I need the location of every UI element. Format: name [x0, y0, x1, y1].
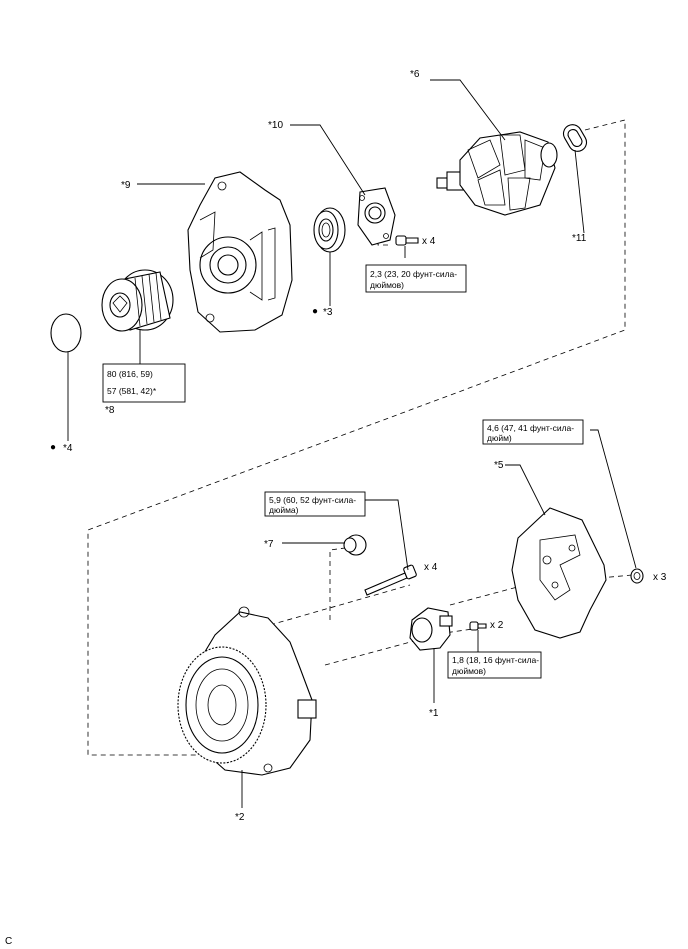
- bearing-part: [313, 207, 346, 253]
- qty-through-bolts: x 4: [424, 562, 438, 573]
- torque-box-brush-holder: [447, 651, 542, 679]
- non-reusable-mark-3: ●: [312, 306, 318, 317]
- bearing-retainer-part: [357, 187, 396, 246]
- qty-retainer-screws: x 4: [422, 236, 436, 247]
- label-part-2: *2: [235, 812, 245, 823]
- non-reusable-mark-4: ●: [50, 442, 56, 453]
- torque-through-bolt-line2: дюйма): [269, 505, 299, 515]
- torque-box-through-bolt: [264, 491, 366, 517]
- pulley-part: [101, 269, 174, 332]
- label-part-4: *4: [63, 443, 73, 454]
- qty-cover-nuts: x 3: [653, 572, 667, 583]
- brush-holder-screw-part: [469, 621, 487, 631]
- label-part-8: *8: [105, 405, 115, 416]
- label-part-3: *3: [323, 307, 333, 318]
- torque-box-rear-cover-nut: [482, 419, 584, 445]
- torque-bearing-retainer-line1: 2,3 (23, 20 фунт-сила-: [370, 269, 457, 279]
- torque-brush-holder-line2: дюймов): [452, 666, 486, 676]
- torque-box-bearing-retainer: [365, 264, 467, 293]
- rear-end-cover-part: [511, 507, 607, 639]
- stator-frame-part: [177, 606, 317, 776]
- drive-end-frame-part: [187, 171, 293, 333]
- label-part-1: *1: [429, 708, 439, 719]
- torque-rear-cover-nut-line1: 4,6 (47, 41 фунт-сила-: [487, 423, 574, 433]
- cover-nut-part: [630, 568, 644, 584]
- retainer-screw-part: [395, 235, 419, 246]
- brush-holder-part: [409, 607, 453, 651]
- torque-brush-holder-line1: 1,8 (18, 16 фунт-сила-: [452, 655, 539, 665]
- qty-brush-holder-screws: x 2: [490, 620, 504, 631]
- torque-through-bolt-line1: 5,9 (60, 52 фунт-сила-: [269, 495, 356, 505]
- label-part-5: *5: [494, 460, 504, 471]
- through-bolt-part: [364, 564, 417, 596]
- torque-bearing-retainer-line2: дюймов): [370, 280, 404, 290]
- pulley-cap-part: [50, 313, 82, 353]
- illustration-code: C: [5, 936, 12, 947]
- terminal-insulator-part: [343, 534, 367, 556]
- label-part-11: *11: [572, 233, 587, 244]
- torque-pulley-line2: 57 (581, 42)*: [107, 386, 157, 396]
- label-part-7: *7: [264, 539, 274, 550]
- rotor-part: [436, 131, 558, 216]
- label-part-9: *9: [121, 180, 131, 191]
- torque-rear-cover-nut-line2: дюйм): [487, 433, 512, 443]
- torque-box-pulley: [102, 363, 186, 403]
- torque-pulley-line1: 80 (816, 59): [107, 369, 153, 379]
- leader-lines: [67, 79, 637, 808]
- label-part-6: *6: [410, 69, 420, 80]
- label-part-10: *10: [268, 120, 283, 131]
- seal-ring-part: [562, 124, 588, 152]
